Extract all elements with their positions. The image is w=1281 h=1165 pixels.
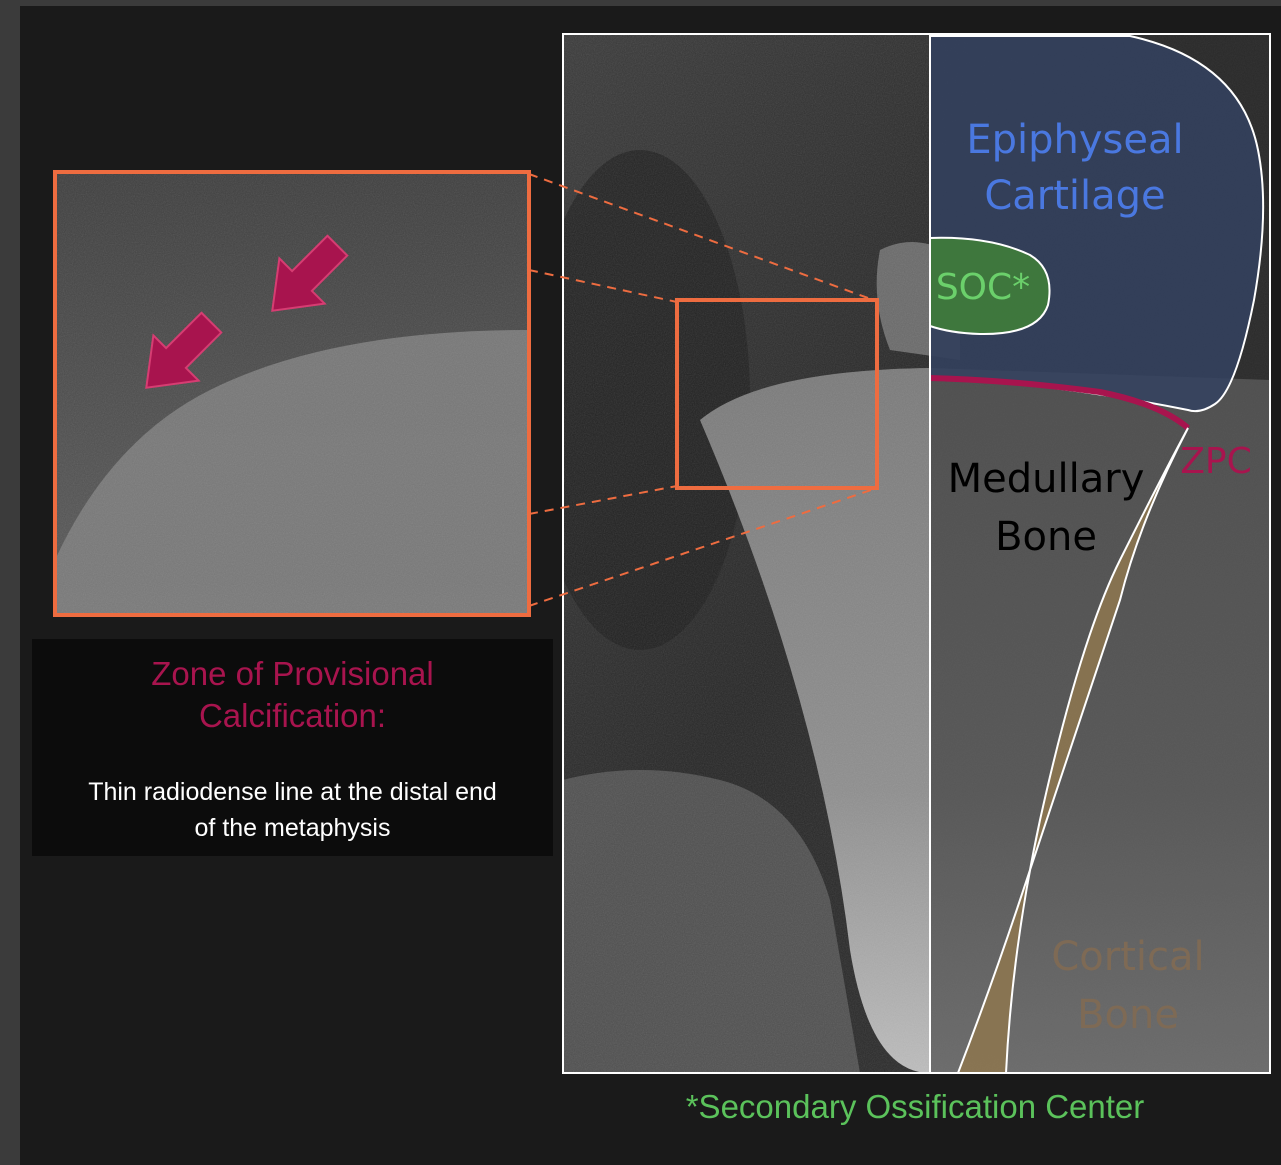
caption-title-line2: Calcification:: [32, 695, 553, 737]
cortical-label: Cortical Bone: [1030, 928, 1226, 1044]
caption-title-line1: Zone of Provisional: [32, 653, 553, 695]
zoom-inset: [55, 172, 529, 615]
cortical-label-line2: Bone: [1030, 986, 1226, 1044]
cortical-label-line1: Cortical: [1030, 928, 1226, 986]
caption-box: Zone of Provisional Calcification: Thin …: [32, 639, 553, 856]
epiphyseal-label: Epiphyseal Cartilage: [950, 112, 1200, 224]
caption-body-line1: Thin radiodense line at the distal end: [32, 774, 553, 810]
caption-body-line2: of the metaphysis: [32, 810, 553, 846]
zpc-label: ZPC: [1176, 440, 1256, 484]
caption-title: Zone of Provisional Calcification:: [32, 653, 553, 737]
medullary-label-line2: Bone: [935, 508, 1157, 566]
caption-body: Thin radiodense line at the distal end o…: [32, 774, 553, 846]
epiphyseal-label-line2: Cartilage: [950, 168, 1200, 224]
soc-label: SOC*: [928, 266, 1038, 310]
epiphyseal-label-line1: Epiphyseal: [950, 112, 1200, 168]
medullary-label-line1: Medullary: [935, 450, 1157, 508]
footnote: *Secondary Ossification Center: [560, 1088, 1270, 1126]
medullary-label: Medullary Bone: [935, 450, 1157, 566]
